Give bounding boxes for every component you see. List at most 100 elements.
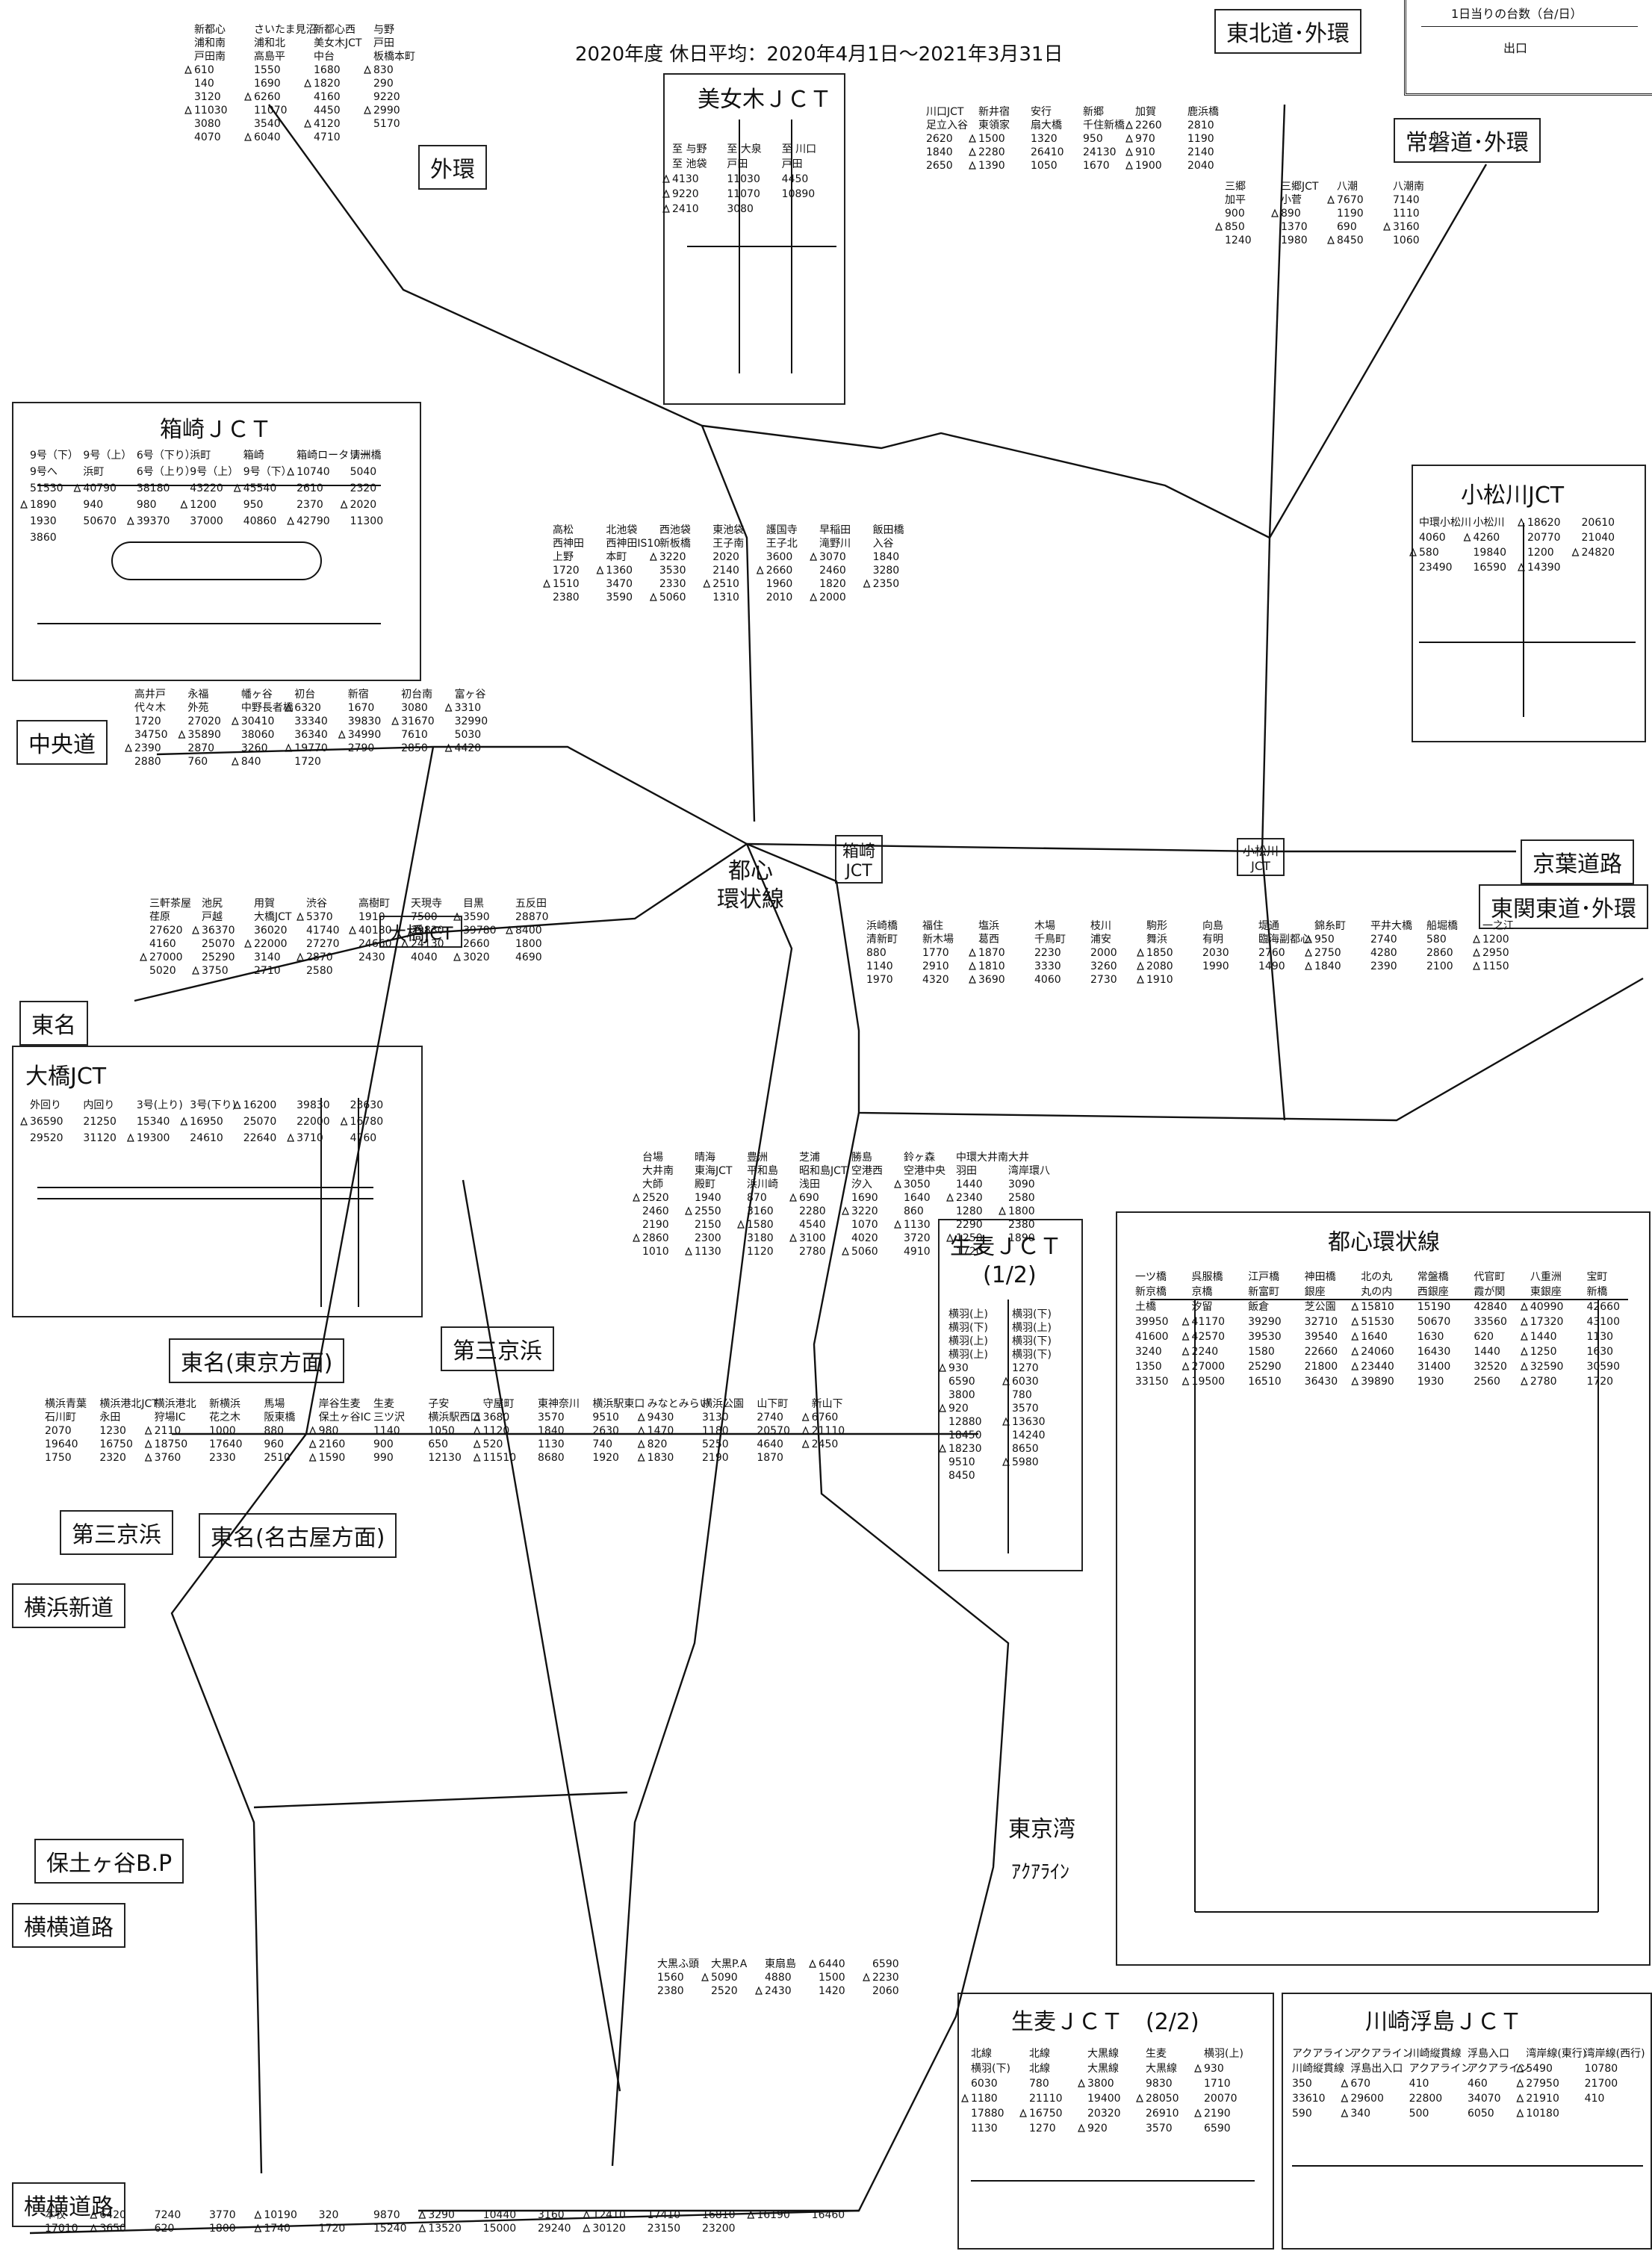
routes-bayshore-label-16: 大師 — [642, 1179, 663, 1190]
routes-yokohama-label-13: 山下町 — [757, 1398, 788, 1410]
routes-bottom-value-6-marker — [418, 2210, 426, 2219]
insets-namamugi1-label-3: 横羽(上) — [1012, 1322, 1052, 1334]
routes-center_east-value-27: 1150 — [1482, 960, 1509, 972]
routes-chuo_route-value-26: 760 — [187, 756, 208, 768]
routes-center_east-value-0: 950 — [1314, 934, 1335, 946]
routes-center_east-label-2: 塩浜 — [978, 920, 999, 932]
routes-center_north-value-21: 5060 — [659, 592, 686, 603]
routes-bottom-value-16: 620 — [155, 2223, 175, 2235]
route-label-yokohama-shindo: 横浜新道 — [12, 1583, 125, 1628]
routes-bayshore-value-28: 2300 — [695, 1232, 721, 1244]
insets-toshin-value-36: 23440 — [1361, 1361, 1394, 1373]
legend-exit: 出口 — [1503, 41, 1528, 55]
route-bottom — [29, 2209, 860, 2235]
routes-chuo_route-value-25: 2880 — [134, 756, 161, 768]
routes-tohoku-label-5: 鹿浜橋 — [1187, 105, 1219, 118]
insets-toshin-label-3: 神田橋 — [1305, 1271, 1336, 1283]
insets-kawasaki-label-3: 浮島入口 — [1468, 2048, 1509, 2060]
insets-komatsugawa-label-0: 中環小松川 — [1419, 517, 1471, 529]
insets-bijogi-value-2: 4450 — [782, 173, 809, 185]
route-label-chuo: 中央道 — [16, 720, 108, 765]
route-label-higashikanto: 東関東道･外環 — [1479, 884, 1648, 929]
inset-namamugi-1: 生麦ＪＣＴ (1/2) — [938, 1219, 1083, 1571]
routes-yokohama-value-1: 3570 — [538, 1412, 565, 1424]
route-kanagawa-mitsuzawa — [462, 1179, 621, 2092]
routes-wangan_south-value-0-marker — [809, 1959, 816, 1968]
routes-joban-value-5: 1110 — [1393, 208, 1420, 220]
insets-namamugi2-value-10: 20070 — [1204, 2093, 1238, 2105]
routes-center_north-value-0: 3220 — [659, 551, 686, 563]
insets-kawasaki-label-5: 湾岸線(西行) — [1585, 2047, 1645, 2060]
routes-bottom-value-0-marker — [90, 2210, 98, 2219]
insets-hakozaki-value-18: 39370 — [137, 515, 170, 527]
insets-kawasaki-value-0-marker — [1516, 2064, 1524, 2073]
insets-komatsugawa-value-11: 16590 — [1474, 562, 1507, 574]
routes-center_east-label-10: 船堀橋 — [1426, 920, 1458, 932]
routes-bayshore-label-14: 羽田 — [956, 1165, 977, 1177]
routes-bayshore-value-27: 2860 — [642, 1232, 669, 1244]
routes-center_north-value-12-marker — [543, 579, 550, 588]
insets-toshin-value-48-marker — [1520, 1376, 1528, 1385]
routes-center_east-value-3: 1200 — [1482, 934, 1509, 946]
routes-joban-value-13: 1060 — [1393, 235, 1420, 246]
insets-namamugi1-value-12-marker — [939, 1444, 946, 1453]
insets-ohashi-value-6-marker — [180, 1117, 188, 1126]
routes-bayshore-label-2: 豊洲 — [747, 1152, 768, 1164]
insets-namamugi1-value-13: 8650 — [1012, 1443, 1039, 1455]
routes-bottom-value-14: 17010 — [45, 2223, 78, 2235]
insets-namamugi2-value-7: 21110 — [1029, 2093, 1063, 2105]
insets-namamugi2-value-1: 6030 — [971, 2078, 998, 2090]
insets-kawasaki-value-12-marker — [1516, 2093, 1524, 2102]
routes-chuo_route-value-15: 34990 — [348, 729, 382, 741]
routes-center_east-value-10: 2030 — [1202, 947, 1229, 959]
routes-center_east-value-1: 2740 — [1370, 934, 1397, 946]
routes-center_north-value-1: 2020 — [712, 551, 739, 563]
insets-bijogi-value-6: 2410 — [672, 203, 699, 215]
insets-toshin-value-46: 1930 — [1417, 1376, 1444, 1388]
routes-bayshore-value-6-marker — [789, 1193, 797, 1202]
routes-yokohama-label-2: 横浜港北 — [155, 1398, 196, 1410]
routes-center_east-value-9: 1850 — [1146, 947, 1173, 959]
routes-top_left-value-15: 2990 — [373, 105, 400, 117]
route-tohoku-south — [1268, 104, 1286, 538]
routes-wangan_south-value-3-marker — [701, 1972, 709, 1981]
routes-yokohama-value-9: 2110 — [155, 1425, 181, 1437]
routes-bottom-value-3: 10190 — [264, 2209, 297, 2221]
insets-namamugi2-value-19: 3570 — [1146, 2123, 1173, 2135]
routes-tohoku-value-19: 2040 — [1187, 160, 1214, 172]
routes-yokohama-value-48: 1830 — [648, 1452, 674, 1464]
routes-bottom-value-9-marker — [583, 2210, 591, 2219]
routes-bottom-value-12-marker — [747, 2210, 755, 2219]
route-chuo-kanjo — [1261, 851, 1286, 1121]
insets-namamugi2-value-11: 17880 — [971, 2108, 1004, 2120]
routes-chuo_route-value-6: 30410 — [241, 715, 275, 727]
routes-chuo_route-value-24: 4420 — [455, 742, 482, 754]
routes-bayshore-value-2: 3090 — [1008, 1179, 1035, 1190]
routes-bayshore-label-19: 浅田 — [799, 1179, 820, 1190]
insets-hakozaki-value-21: 42790 — [296, 515, 330, 527]
routes-wangan_south-value-2: 1560 — [657, 1972, 684, 1984]
routes-bottom-value-22: 15000 — [483, 2223, 517, 2235]
routes-chuo_route-value-7: 33340 — [294, 715, 328, 727]
routes-bottom-value-18: 1740 — [264, 2223, 291, 2235]
insets-toshin-value-42: 19500 — [1192, 1376, 1226, 1388]
routes-tohoku-value-9-marker — [969, 147, 976, 156]
routes-center_east-value-30-marker — [969, 975, 976, 984]
routes-bottom-value-19: 1720 — [319, 2223, 346, 2235]
routes-bottom-value-13: 16460 — [812, 2209, 845, 2221]
routes-center_east-value-21: 2080 — [1146, 960, 1173, 972]
routes-center_north-value-17: 1820 — [819, 578, 846, 590]
insets-toshin-value-18-marker — [1351, 1332, 1359, 1341]
insets-komatsugawa-value-9: 24820 — [1582, 547, 1615, 559]
routes-yokohama-value-8: 1230 — [99, 1425, 126, 1437]
insets-toshin-value-6-marker — [1181, 1317, 1190, 1326]
insets-komatsugawa-value-12: 14390 — [1527, 562, 1561, 574]
routes-bayshore-value-39: 5060 — [851, 1246, 878, 1258]
routes-tohoku-value-18-marker — [1125, 161, 1133, 170]
routes-center_east-value-27-marker — [1473, 961, 1480, 970]
routes-top_left-value-13: 11070 — [254, 105, 288, 117]
insets-namamugi2-value-3: 3800 — [1087, 2078, 1114, 2090]
routes-tohoku-value-17: 1670 — [1083, 160, 1110, 172]
routes-yokohama-value-12-marker — [308, 1426, 317, 1435]
insets-namamugi2-value-2: 780 — [1029, 2078, 1049, 2090]
